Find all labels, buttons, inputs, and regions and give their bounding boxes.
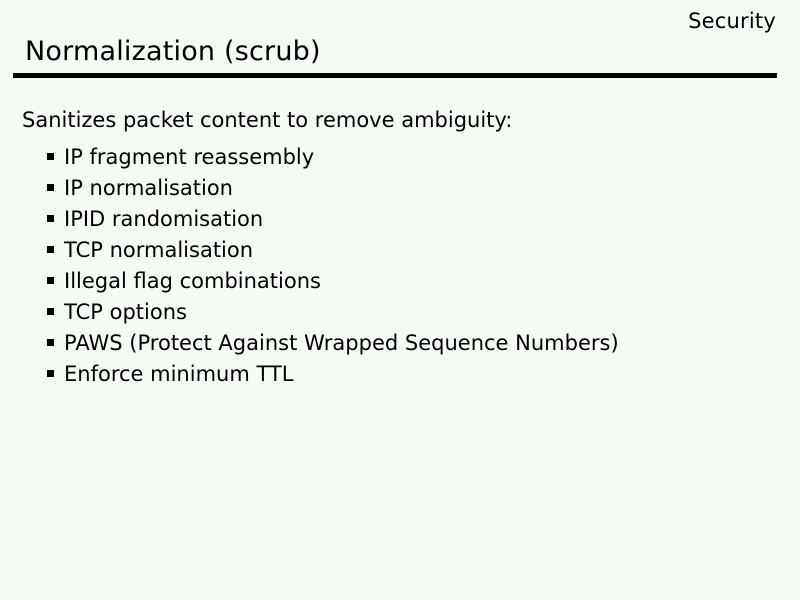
- square-bullet-icon: [47, 246, 54, 253]
- square-bullet-icon: [47, 339, 54, 346]
- list-item-label: IPID randomisation: [64, 206, 264, 231]
- bullet-list: IP fragment reassembly IP normalisation …: [47, 141, 619, 389]
- list-item-label: Illegal flag combinations: [64, 268, 321, 293]
- list-item: PAWS (Protect Against Wrapped Sequence N…: [47, 327, 619, 358]
- list-item: IP normalisation: [47, 172, 619, 203]
- list-item: Enforce minimum TTL: [47, 358, 619, 389]
- list-item: IP fragment reassembly: [47, 141, 619, 172]
- square-bullet-icon: [47, 308, 54, 315]
- square-bullet-icon: [47, 153, 54, 160]
- list-item-label: TCP normalisation: [64, 237, 254, 262]
- title-underline-rule: [13, 73, 777, 78]
- list-item: IPID randomisation: [47, 203, 619, 234]
- list-item-label: Enforce minimum TTL: [64, 361, 294, 386]
- list-item: Illegal flag combinations: [47, 265, 619, 296]
- intro-text: Sanitizes packet content to remove ambig…: [22, 108, 513, 132]
- list-item-label: IP normalisation: [64, 175, 233, 200]
- list-item-label: IP fragment reassembly: [64, 144, 315, 169]
- list-item: TCP normalisation: [47, 234, 619, 265]
- slide-title: Normalization (scrub): [25, 36, 321, 67]
- list-item-label: PAWS (Protect Against Wrapped Sequence N…: [64, 330, 619, 355]
- list-item: TCP options: [47, 296, 619, 327]
- list-item-label: TCP options: [64, 299, 187, 324]
- square-bullet-icon: [47, 277, 54, 284]
- square-bullet-icon: [47, 370, 54, 377]
- square-bullet-icon: [47, 215, 54, 222]
- corner-label-security: Security: [688, 9, 776, 33]
- square-bullet-icon: [47, 184, 54, 191]
